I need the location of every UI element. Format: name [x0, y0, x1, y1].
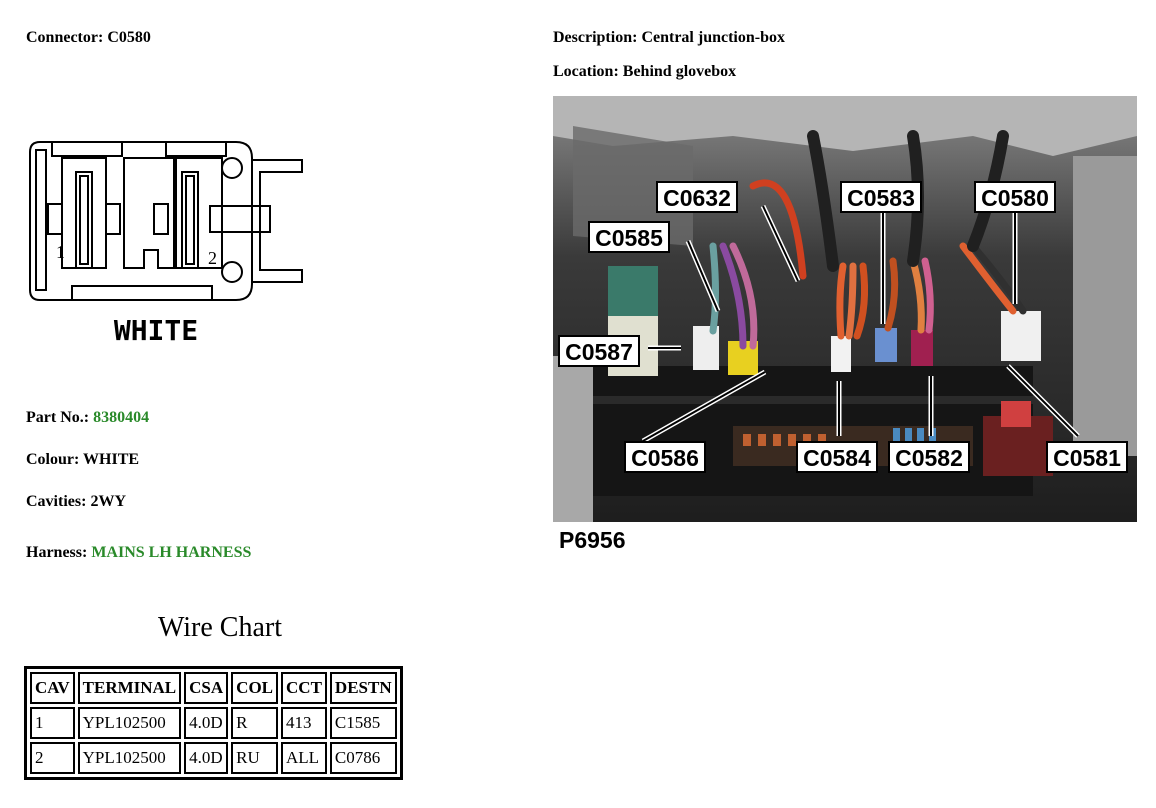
- header-col: COL: [231, 672, 279, 704]
- description-value: Central junction-box: [641, 29, 785, 46]
- colour-value: WHITE: [83, 451, 140, 468]
- cell-col: R: [231, 707, 279, 739]
- description-field: Description: Central junction-box: [553, 29, 785, 47]
- cell-cct: 413: [281, 707, 327, 739]
- table-row: 1 YPL102500 4.0D R 413 C1585: [30, 707, 397, 739]
- pin-2-label: 2: [208, 248, 217, 268]
- callout-c0581: C0581: [1053, 445, 1121, 471]
- cell-cct: ALL: [281, 742, 327, 774]
- callout-c0584: C0584: [803, 445, 871, 471]
- callout-c0585: C0585: [595, 225, 663, 251]
- connector-diagram: 1 2 WHITE: [29, 141, 303, 347]
- photo-ref: P6956: [559, 527, 626, 553]
- description-label: Description:: [553, 29, 638, 46]
- connector-field: Connector: C0580: [26, 29, 151, 47]
- callout-c0580: C0580: [981, 185, 1049, 211]
- cell-terminal: YPL102500: [77, 742, 182, 774]
- cavities-field: Cavities: 2WY: [26, 493, 126, 511]
- callout-c0587: C0587: [565, 339, 633, 365]
- location-label: Location:: [553, 63, 619, 80]
- header-cct: CCT: [281, 672, 327, 704]
- pin-1-label: 1: [56, 242, 65, 262]
- diagram-colour-text: WHITE: [114, 314, 198, 347]
- location-value: Behind glovebox: [622, 63, 737, 80]
- colour-field: Colour: WHITE: [26, 451, 139, 469]
- cavities-label: Cavities:: [26, 493, 87, 510]
- header-destn: DESTN: [329, 672, 397, 704]
- harness-field: Harness: MAINS LH HARNESS: [26, 544, 251, 562]
- cavities-value: 2WY: [90, 493, 126, 510]
- table-row: 2 YPL102500 4.0D RU ALL C0786: [30, 742, 397, 774]
- callout-c0582: C0582: [895, 445, 963, 471]
- cell-col: RU: [231, 742, 279, 774]
- cell-destn: C0786: [329, 742, 397, 774]
- location-photo: C0632 C0583 C0580 C0585 C0587 C0586 C058…: [553, 96, 1137, 556]
- harness-label: Harness:: [26, 544, 88, 561]
- cell-terminal: YPL102500: [77, 707, 182, 739]
- cell-cav: 1: [30, 707, 75, 739]
- connector-label: Connector:: [26, 29, 104, 46]
- cell-csa: 4.0D: [184, 707, 229, 739]
- location-field: Location: Behind glovebox: [553, 63, 736, 81]
- table-header-row: CAV TERMINAL CSA COL CCT DESTN: [30, 672, 397, 704]
- header-cav: CAV: [30, 672, 75, 704]
- wire-chart-title: Wire Chart: [157, 612, 283, 643]
- connector-value: C0580: [107, 29, 151, 46]
- cell-csa: 4.0D: [184, 742, 229, 774]
- colour-label: Colour:: [26, 451, 80, 468]
- cell-cav: 2: [30, 742, 75, 774]
- part-label: Part No.:: [26, 409, 90, 426]
- wire-chart-table: CAV TERMINAL CSA COL CCT DESTN 1 YPL1025…: [24, 666, 403, 780]
- cell-destn: C1585: [329, 707, 397, 739]
- callout-c0583: C0583: [847, 185, 915, 211]
- callout-c0586: C0586: [631, 445, 699, 471]
- header-csa: CSA: [184, 672, 229, 704]
- part-field: Part No.: 8380404: [26, 409, 149, 427]
- harness-value: MAINS LH HARNESS: [91, 544, 252, 561]
- callout-c0632: C0632: [663, 185, 731, 211]
- part-value: 8380404: [93, 409, 150, 426]
- header-terminal: TERMINAL: [77, 672, 182, 704]
